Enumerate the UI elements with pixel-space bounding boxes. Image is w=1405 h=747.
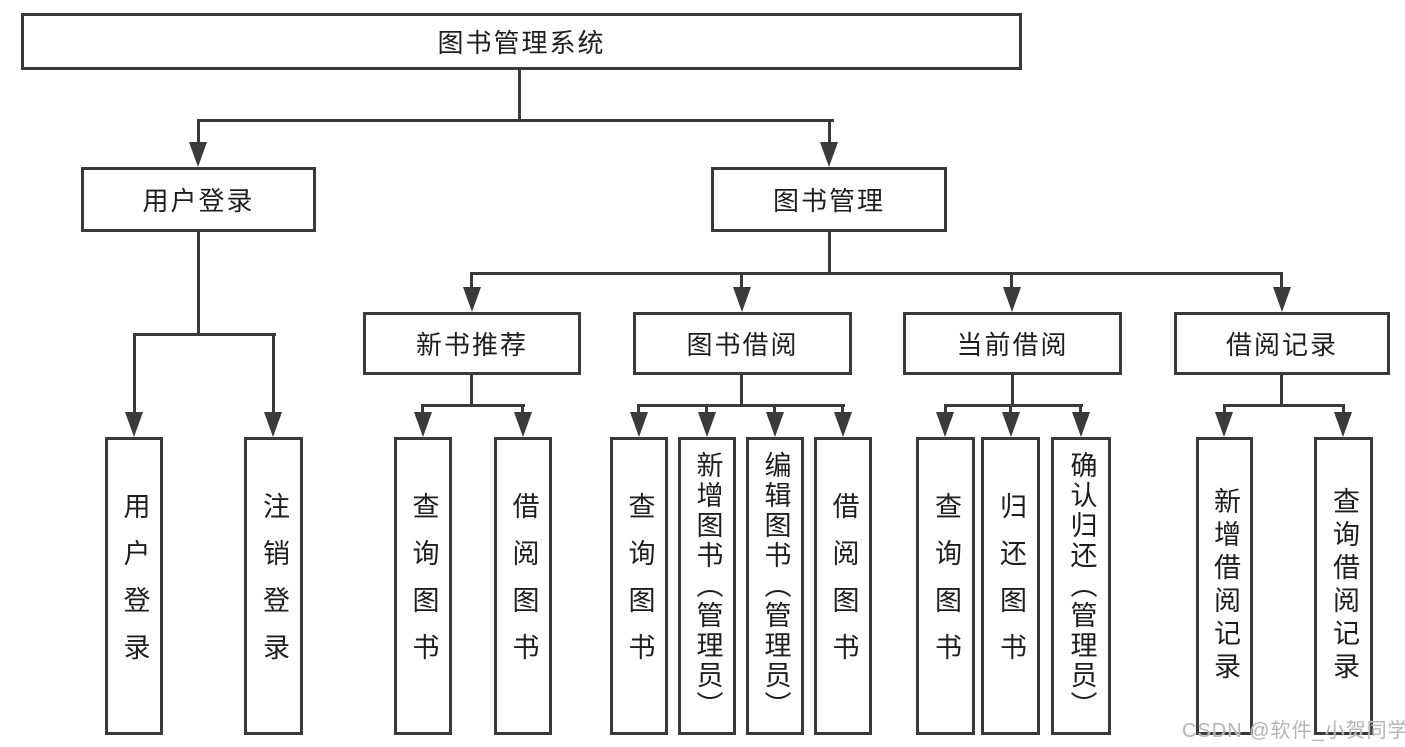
arrowhead-down-icon [463,287,481,312]
leaf-label: 注销登录 [259,492,289,680]
arrowhead-down-icon [1273,287,1291,312]
leaf-label: 查询借阅记录 [1329,487,1359,685]
connector-line [1010,272,1013,289]
node-label: 用户登录 [142,186,255,216]
leaf-confirm-return-admin: 确认归还（管理员） [1051,437,1111,735]
leaf-borrow-books: 借阅图书 [814,437,872,735]
leaf-user-login: 用户登录 [105,437,163,735]
leaf-label: 新增借阅记录 [1210,487,1240,685]
leaf-query-books: 查询图书 [916,437,975,735]
connector-line [197,119,200,144]
node-label: 新书推荐 [415,330,528,360]
connector-line [421,404,525,407]
node-book-management: 图书管理 [711,167,947,232]
leaf-label: 编辑图书（管理员） [760,451,791,721]
arrowhead-down-icon [1215,412,1233,437]
node-label: 图书管理 [772,186,885,216]
node-library-management-system: 图书管理系统 [21,13,1022,70]
node-book-borrowing: 图书借阅 [633,312,852,375]
leaf-borrow-books: 借阅图书 [494,437,552,735]
connector-line [521,404,524,413]
arrowhead-down-icon [766,412,784,437]
connector-line [773,404,776,413]
arrowhead-down-icon [414,412,432,437]
connector-line [637,404,640,413]
leaf-label: 查询图书 [931,492,961,680]
arrowhead-down-icon [698,412,716,437]
arrowhead-down-icon [514,412,532,437]
connector-line [944,404,1083,407]
node-label: 图书借阅 [686,330,799,360]
node-new-book-recommendation: 新书推荐 [363,312,581,375]
connector-line [705,404,708,413]
leaf-logout: 注销登录 [244,437,303,735]
connector-line [740,375,743,406]
arrowhead-down-icon [189,142,207,167]
csdn-watermark: CSDN @软件_小贺同学 [1182,720,1405,742]
leaf-label: 确认归还（管理员） [1066,451,1097,721]
leaf-label: 新增图书（管理员） [692,451,723,721]
arrowhead-down-icon [630,412,648,437]
leaf-query-books: 查询图书 [610,437,668,735]
leaf-label: 用户登录 [119,492,150,680]
connector-line [421,404,424,413]
leaf-query-borrow-record: 查询借阅记录 [1314,437,1373,735]
connector-line [272,333,275,413]
node-borrowing-records: 借阅记录 [1174,312,1390,375]
connector-line [133,333,136,413]
leaf-label: 查询图书 [408,492,439,680]
connector-line [1223,404,1226,413]
node-user-login: 用户登录 [81,167,316,232]
leaf-add-borrow-record: 新增借阅记录 [1196,437,1253,735]
arrowhead-down-icon [264,412,282,437]
connector-line [1223,404,1345,407]
leaf-query-books: 查询图书 [394,437,452,735]
connector-line [470,272,473,289]
node-label: 借阅记录 [1225,330,1338,360]
connector-line [1079,404,1082,413]
connector-line [1011,375,1014,406]
connector-line [828,232,831,275]
connector-line [470,375,473,406]
connector-line [197,232,200,336]
arrowhead-down-icon [1334,412,1352,437]
arrowhead-down-icon [936,412,954,437]
connector-line [470,272,1283,275]
connector-line [740,272,743,289]
arrowhead-down-icon [733,287,751,312]
arrowhead-down-icon [1002,412,1020,437]
connector-line [1009,404,1012,413]
connector-line [197,119,834,122]
arrowhead-down-icon [1003,287,1021,312]
leaf-edit-books-admin: 编辑图书（管理员） [746,437,804,735]
connector-line [1280,375,1283,406]
connector-line [518,69,521,120]
node-label: 当前借阅 [956,330,1069,360]
connector-line [133,333,276,336]
leaf-label: 借阅图书 [828,492,859,680]
arrowhead-down-icon [125,412,143,437]
node-current-borrowing: 当前借阅 [903,312,1122,375]
leaf-label: 查询图书 [624,492,655,680]
arrowhead-down-icon [1072,412,1090,437]
leaf-label: 借阅图书 [508,492,539,680]
connector-line [637,404,845,407]
leaf-label: 归还图书 [996,492,1026,680]
connector-line [1280,272,1283,289]
arrowhead-down-icon [820,142,838,167]
leaf-return-books: 归还图书 [981,437,1040,735]
connector-line [944,404,947,413]
arrowhead-down-icon [834,412,852,437]
connector-line [841,404,844,413]
connector-line [1342,404,1345,413]
node-label: 图书管理系统 [437,28,606,58]
connector-line [828,119,831,144]
leaf-add-books-admin: 新增图书（管理员） [678,437,736,735]
